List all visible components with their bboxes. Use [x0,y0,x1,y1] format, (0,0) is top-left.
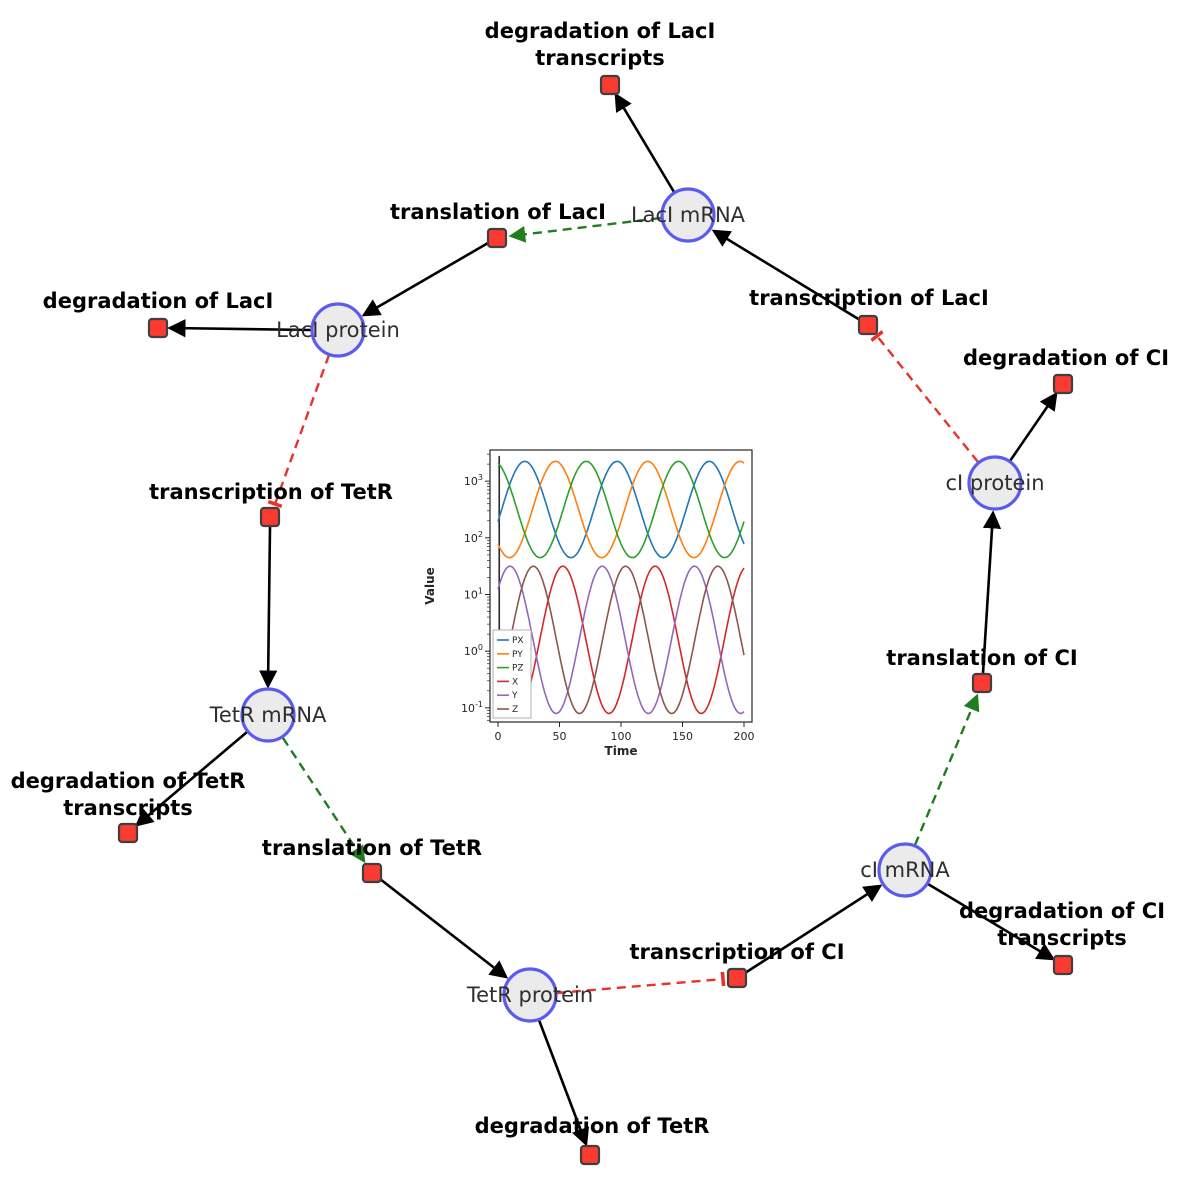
reaction-node-deg-tetr[interactable] [579,1144,601,1166]
y-tick-label: 10-1 [461,700,483,715]
reaction-node-translation-tetr[interactable] [361,862,383,884]
reaction-label-deg-ci-transcripts-line2: transcripts [997,926,1127,950]
y-tick-label: 100 [464,643,483,658]
x-tick-label: 150 [672,730,693,743]
reaction-label-translation-ci: translation of CI [886,646,1077,670]
edge-tetr-protein-to-transcription-ci [556,971,726,995]
reaction-node-transcription-tetr[interactable] [259,506,281,528]
reaction-label-deg-tetr-transcripts-line1: degradation of TetR [11,769,246,793]
edge-ci-mrna-to-translation-ci [913,693,980,846]
nodes-layer [117,74,1074,1166]
reaction-node-translation-laci[interactable] [486,227,508,249]
chart-frame [489,449,753,723]
species-label-laci-mrna: LacI mRNA [631,203,746,227]
legend-label-Z: Z [512,705,518,715]
species-label-ci-mrna: cI mRNA [860,858,950,882]
species-label-tetr-protein: TetR protein [466,983,593,1007]
reaction-node-deg-laci[interactable] [147,317,169,339]
reaction-label-deg-ci: degradation of CI [963,346,1169,370]
chart-legend-box [492,629,532,719]
edge-transcription-ci-to-ci-mrna [744,884,883,975]
x-tick-label: 0 [495,730,502,743]
x-axis-title: Time [605,744,638,758]
edge-transcription-tetr-to-tetr-mrna [259,526,278,689]
edge-translation-laci-to-laci-protein [361,241,489,317]
reaction-label-translation-laci: translation of LacI [390,200,606,224]
reaction-label-transcription-laci: transcription of LacI [749,286,989,310]
reaction-label-deg-ci-transcripts-line1: degradation of CI [959,899,1165,923]
reaction-label-deg-laci: degradation of LacI [43,289,274,313]
labels-layer: degradation of LacI transcripts translatio… [11,19,1169,1138]
edge-ci-mrna-to-deg-ci-transcripts [927,882,1056,961]
edge-ci-protein-to-transcription-laci [870,330,979,463]
reaction-label-transcription-ci: transcription of CI [629,940,844,964]
edge-laci-protein-to-transcription-tetr [267,354,331,509]
reaction-node-translation-ci[interactable] [971,672,993,694]
chart-series-PY [497,460,745,559]
edge-laci-protein-to-deg-laci [167,319,312,338]
legend-label-X: X [512,677,518,687]
y-tick-label: 101 [464,587,483,602]
reaction-node-deg-ci-transcripts[interactable] [1052,954,1074,976]
reaction-label-deg-laci-transcripts-line1: degradation of LacI [485,19,716,43]
reaction-node-deg-tetr-transcripts[interactable] [117,822,139,844]
legend-label-PZ: PZ [512,664,524,674]
edge-ci-protein-to-deg-ci [1008,391,1058,462]
species-node-ci-mrna[interactable] [877,842,933,898]
edge-laci-mrna-to-deg-laci-transcripts [614,92,676,193]
chart-series-PX [497,460,745,559]
reaction-label-deg-laci-transcripts-line2: transcripts [535,46,665,70]
edge-transcription-laci-to-laci-mrna [711,229,861,322]
y-tick-label: 103 [464,473,483,488]
species-node-tetr-mrna[interactable] [240,687,296,743]
species-label-ci-protein: cI protein [945,471,1044,495]
chart-series-Z [497,565,745,715]
edge-tetr-mrna-to-translation-tetr [281,737,366,864]
species-node-ci-protein[interactable] [967,455,1023,511]
chart-series-X [497,565,745,715]
species-label-laci-protein: LacI protein [276,318,400,342]
x-tick-label: 50 [553,730,567,743]
species-node-laci-protein[interactable] [310,302,366,358]
edge-translation-tetr-to-tetr-protein [379,877,509,979]
y-tick-label: 102 [464,530,483,545]
legend-label-PX: PX [512,636,524,646]
edge-laci-mrna-to-translation-laci [508,216,662,243]
reaction-label-transcription-tetr: transcription of TetR [149,480,393,504]
x-tick-label: 100 [611,730,632,743]
species-node-laci-mrna[interactable] [660,187,716,243]
species-node-tetr-protein[interactable] [502,967,558,1023]
edges-layer [134,92,1058,1147]
reaction-node-transcription-laci[interactable] [857,314,879,336]
edge-tetr-mrna-to-deg-tetr-transcripts [134,731,248,827]
reaction-node-transcription-ci[interactable] [726,967,748,989]
reaction-label-deg-tetr-transcripts-line2: transcripts [63,796,193,820]
legend-label-Y: Y [511,691,518,701]
chart-series-Y [497,565,745,715]
edge-translation-ci-to-ci-protein [981,510,1002,674]
reaction-node-deg-ci[interactable] [1052,373,1074,395]
legend-label-PY: PY [512,650,523,660]
reaction-node-deg-laci-transcripts[interactable] [599,74,621,96]
reaction-label-translation-tetr: translation of TetR [262,836,482,860]
chart-series-PZ [497,460,745,559]
x-tick-label: 200 [734,730,755,743]
y-axis-title: Value [423,567,437,605]
species-label-tetr-mrna: TetR mRNA [209,703,327,727]
edge-tetr-protein-to-deg-tetr [537,1019,590,1147]
reaction-label-deg-tetr: degradation of TetR [475,1114,710,1138]
